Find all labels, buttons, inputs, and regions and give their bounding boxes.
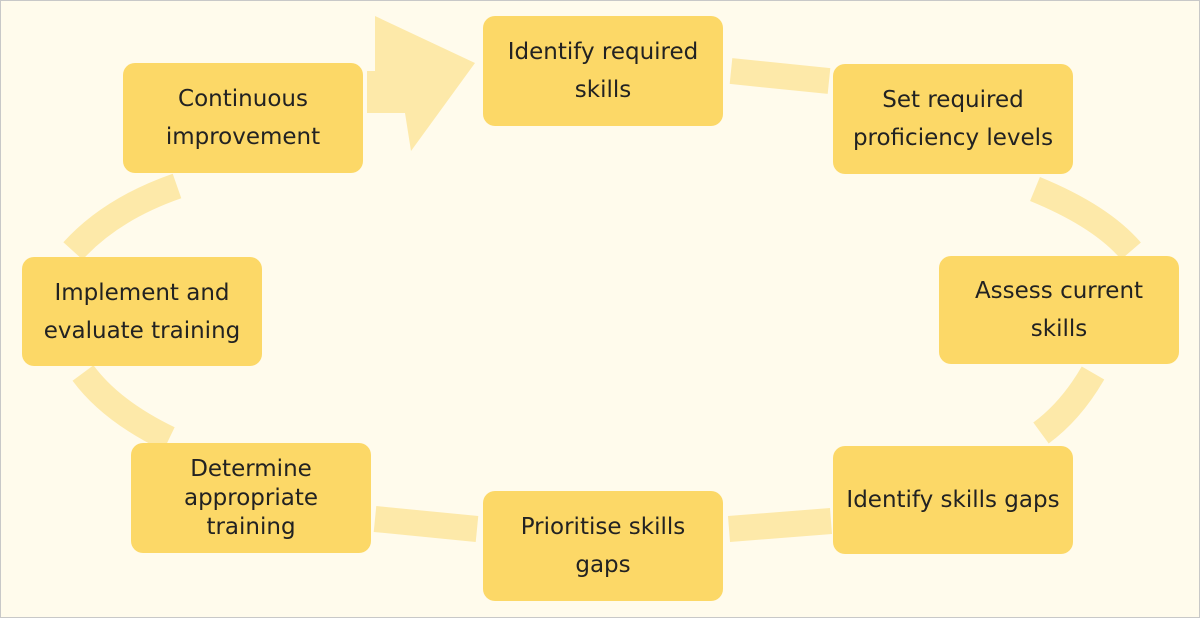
connector-arc xyxy=(729,58,831,94)
step-identify-required-skills: Identify required skills xyxy=(483,16,723,126)
connector-arc xyxy=(63,173,182,260)
step-determine-appropriate-training: Determine appropriate training xyxy=(131,443,371,553)
connector-arc xyxy=(1030,176,1141,260)
connector-arc xyxy=(727,508,833,542)
connector-arc xyxy=(1033,366,1105,444)
connector-arc xyxy=(373,506,479,542)
cycle-arrowhead xyxy=(367,16,475,151)
step-continuous-improvement: Continuous improvement xyxy=(123,63,363,173)
step-identify-skills-gaps: Identify skills gaps xyxy=(833,446,1073,554)
step-assess-current-skills: Assess current skills xyxy=(939,256,1179,364)
step-implement-and-evaluate-training: Implement and evaluate training xyxy=(22,257,262,366)
connector-arc xyxy=(72,365,175,451)
step-set-required-proficiency-levels: Set required proficiency levels xyxy=(833,64,1073,174)
step-prioritise-skills-gaps: Prioritise skills gaps xyxy=(483,491,723,601)
